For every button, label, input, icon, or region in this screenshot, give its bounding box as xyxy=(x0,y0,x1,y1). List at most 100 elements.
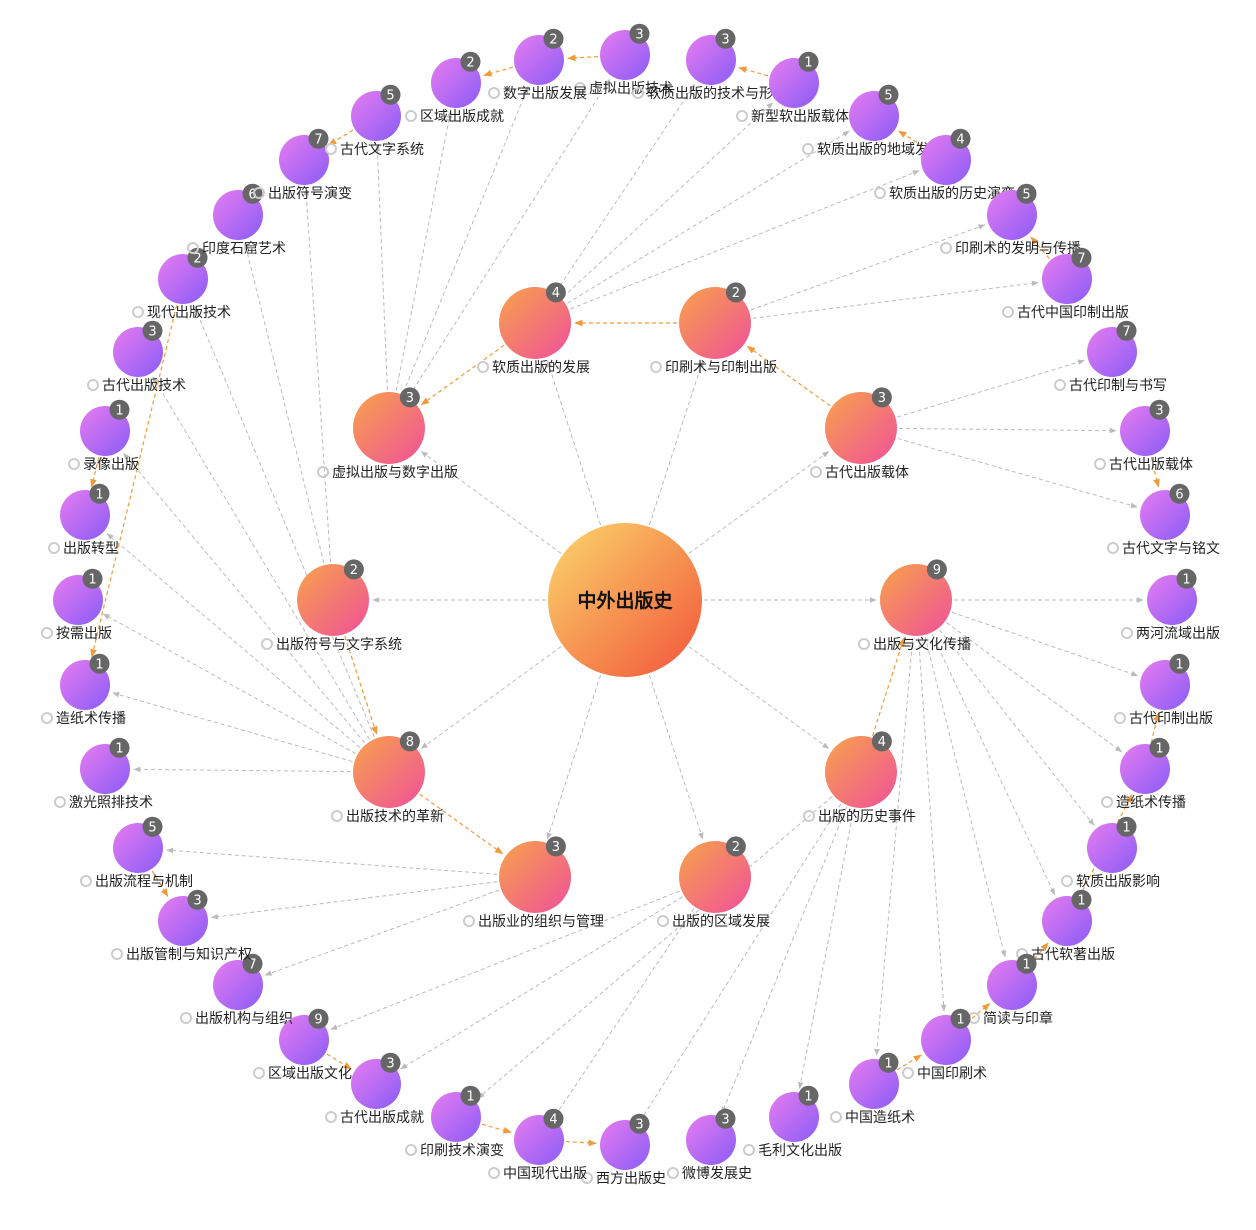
ring-icon xyxy=(325,1111,337,1123)
hierarchy-edge xyxy=(648,674,704,840)
hierarchy-edge xyxy=(931,634,1056,896)
hierarchy-edge xyxy=(874,637,914,1056)
count-badge-text: 3 xyxy=(386,1056,394,1071)
count-badge xyxy=(89,653,110,674)
inner-node-circle[interactable] xyxy=(880,564,952,636)
inner-node-circle[interactable] xyxy=(297,564,369,636)
count-badge xyxy=(871,731,892,752)
ring-icon xyxy=(54,796,66,808)
outer-node-label: 古代出版载体 xyxy=(1109,457,1193,473)
count-badge xyxy=(543,28,564,49)
inner-node-circle[interactable] xyxy=(353,392,425,464)
count-badge-text: 3 xyxy=(406,391,414,406)
count-badge xyxy=(725,282,746,303)
inner-node-label: 出版技术的革新 xyxy=(346,809,444,825)
inner-node-circle[interactable] xyxy=(679,841,751,913)
relation-edge xyxy=(1030,236,1050,259)
hierarchy-edge xyxy=(408,78,610,397)
count-badge-text: 3 xyxy=(635,27,643,42)
count-badge-text: 1 xyxy=(466,1089,474,1104)
count-badge-text: 3 xyxy=(878,391,886,406)
inner-node-label: 软质出版的发展 xyxy=(492,360,590,376)
outer-node-label: 激光照排技术 xyxy=(69,794,153,811)
center-node[interactable]: 中外出版史 xyxy=(548,523,702,677)
inner-node-circle[interactable] xyxy=(825,392,897,464)
ring-icon xyxy=(874,187,886,199)
inner-node-circle[interactable] xyxy=(499,841,571,913)
inner-node-circle[interactable] xyxy=(499,287,571,359)
hierarchy-edge xyxy=(752,280,1039,319)
ring-icon xyxy=(736,110,748,122)
count-badge-text: 5 xyxy=(386,88,394,103)
ring-icon xyxy=(41,627,53,639)
count-badge xyxy=(399,731,420,752)
inner-node-circle[interactable] xyxy=(679,287,751,359)
ring-icon xyxy=(1094,458,1106,470)
hierarchy-edge xyxy=(102,613,356,755)
inner-node-circle[interactable] xyxy=(353,736,425,808)
count-badge xyxy=(460,1085,481,1106)
ring-icon xyxy=(858,638,870,650)
count-badge xyxy=(1016,183,1037,204)
count-badge xyxy=(871,387,892,408)
outer-node-label: 出版符号演变 xyxy=(268,186,352,202)
count-badge-text: 4 xyxy=(552,286,560,301)
inner-node-circle[interactable] xyxy=(825,736,897,808)
inner-node[interactable]: 4 软质出版的发展 xyxy=(477,282,590,376)
center-node-circle[interactable] xyxy=(548,523,702,677)
ring-icon xyxy=(325,143,337,155)
count-badge-text: 1 xyxy=(1022,957,1030,972)
count-badge xyxy=(1071,247,1092,268)
count-badge xyxy=(798,51,819,72)
